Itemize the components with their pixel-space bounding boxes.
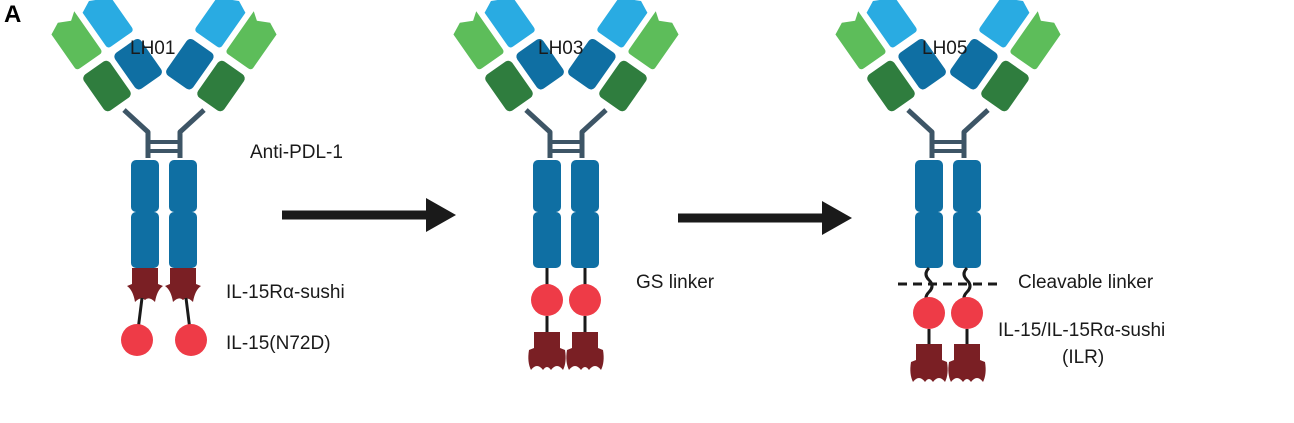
construct-lh03 (450, 0, 682, 370)
construct-name-lh03: LH03 (538, 38, 583, 59)
label-ilr-line2: (ILR) (1062, 347, 1104, 368)
construct-lh05 (832, 0, 1064, 382)
arrow-1 (282, 198, 456, 232)
label-cleavable-linker: Cleavable linker (1018, 272, 1154, 293)
label-il15ra-sushi: IL-15Rα-sushi (226, 282, 345, 303)
construct-name-lh05: LH05 (922, 38, 967, 59)
label-anti-pdl1: Anti-PDL-1 (250, 142, 343, 163)
label-il15-n72d: IL-15(N72D) (226, 333, 331, 354)
construct-lh01 (48, 0, 280, 356)
panel-letter: A (4, 1, 21, 28)
label-ilr-line1: IL-15/IL-15Rα-sushi (998, 320, 1165, 341)
arrow-2 (678, 201, 852, 235)
label-gs-linker: GS linker (636, 272, 715, 293)
construct-name-lh01: LH01 (130, 38, 175, 59)
